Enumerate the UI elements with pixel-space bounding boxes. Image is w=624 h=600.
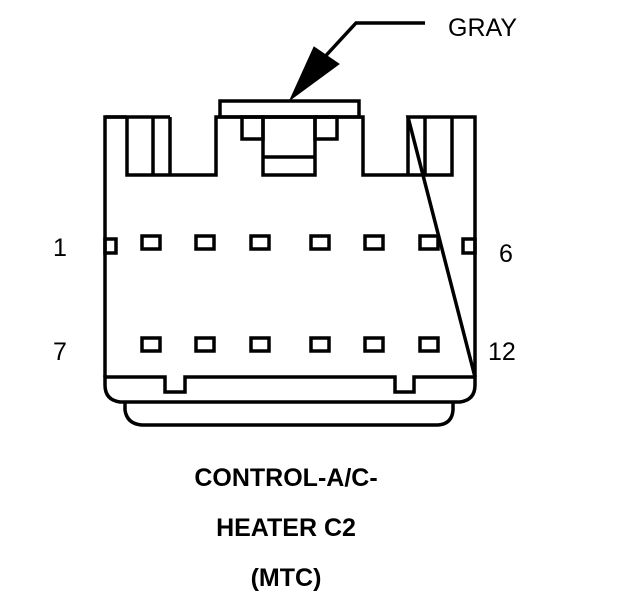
connector-title-line2: HEATER C2 [216,514,356,542]
pin-label-1: 1 [53,234,67,262]
pin-cavity [309,234,331,251]
pin-cavity [418,336,440,353]
connector-title-line1: CONTROL-A/C- [194,464,378,492]
connector-lock-cap [218,99,361,119]
pin-row-top [140,234,440,251]
pin-cavity [418,234,440,251]
lock-tab-left [240,115,265,141]
callout-label-gray: GRAY [448,14,517,42]
lock-tab-right [313,115,339,141]
connector-title-line3: (MTC) [250,564,322,592]
pin-cavity [194,234,216,251]
pin-cavity [194,336,216,353]
pin-cavity [363,234,385,251]
pin-cavity [249,234,271,251]
side-latch-right [461,237,477,255]
pin-row-bottom [140,336,440,353]
pin-label-12: 12 [488,338,516,366]
pin-cavity [249,336,271,353]
side-latch-left [103,237,118,255]
connector-bottom-shroud [103,375,477,404]
pin-cavity [140,336,162,353]
pin-cavity [140,234,162,251]
pin-label-6: 6 [499,240,513,268]
callout-arrow [288,21,425,102]
lock-tab-center [261,115,317,177]
pin-cavity [309,336,331,353]
pin-cavity [363,336,385,353]
connector-lower-lip [123,402,455,427]
pin-label-7: 7 [53,338,67,366]
